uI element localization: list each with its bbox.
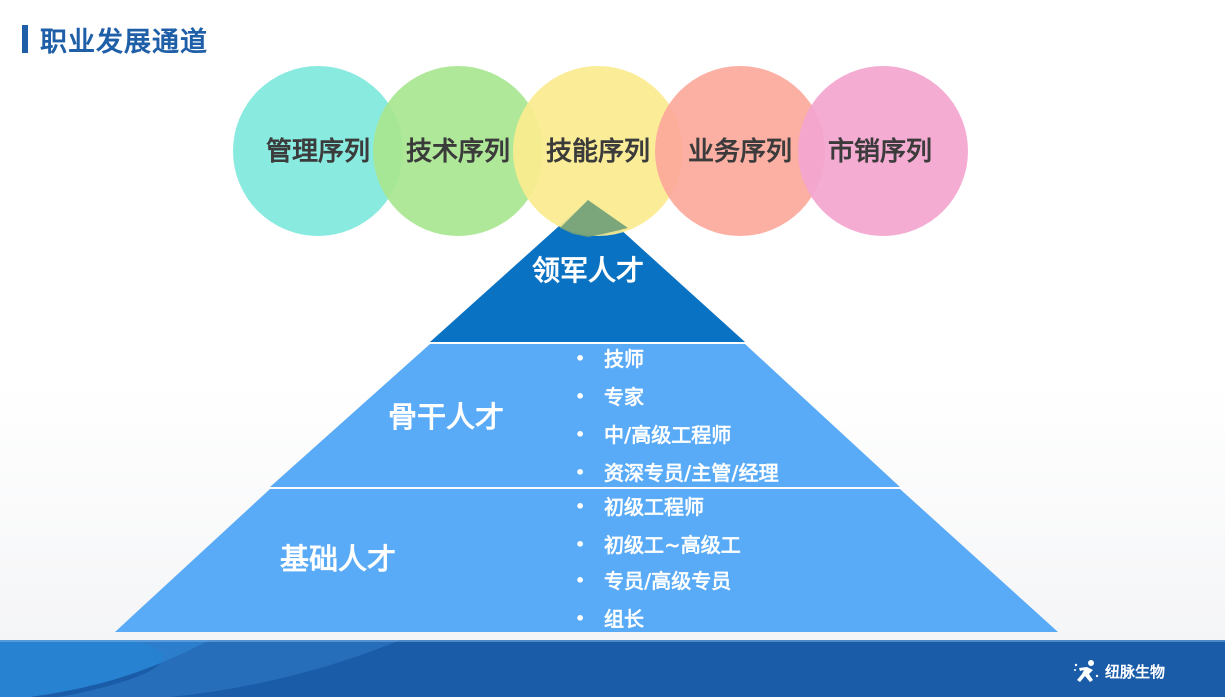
- layer-label-backbone: 骨干人才: [388, 400, 504, 434]
- title-accent-bar: [22, 25, 28, 53]
- company-name: 纽脉生物: [1104, 662, 1165, 681]
- sequence-circle-technical: [373, 66, 543, 236]
- list-item: 初级工程师: [604, 495, 704, 519]
- pyramid-layer-leader: [430, 200, 745, 342]
- sequence-label-technical: 技术序列: [406, 136, 510, 167]
- sequence-label-skill: 技能序列: [546, 136, 650, 167]
- list-bullet: •: [575, 535, 585, 554]
- pyramid-layer-backbone: [270, 344, 900, 487]
- list-bullet: •: [575, 497, 585, 516]
- pyramid-tip-overlap: [560, 200, 628, 237]
- sequence-circle-marketing: [798, 66, 968, 236]
- list-bullet: •: [575, 425, 585, 444]
- page-title-block: 职业发展通道: [22, 22, 208, 58]
- list-item: 初级工~高级工: [604, 533, 741, 557]
- sequence-circle-business: [655, 66, 825, 236]
- sequence-circles: [233, 66, 968, 236]
- list-bullet: •: [575, 609, 585, 628]
- list-bullet: •: [575, 571, 585, 590]
- layer-label-basic: 基础人才: [280, 542, 396, 576]
- page-title: 职业发展通道: [40, 26, 208, 58]
- sequence-circle-management: [233, 66, 403, 236]
- sequence-label-marketing: 市销序列: [828, 136, 932, 167]
- sequence-circle-skill: [513, 66, 683, 236]
- runner-logo-icon: [1073, 660, 1099, 682]
- list-bullet: •: [575, 463, 585, 482]
- list-item: 中/高级工程师: [604, 423, 731, 447]
- list-bullet: •: [575, 387, 585, 406]
- list-item: 专家: [604, 385, 645, 409]
- list-bullet: •: [575, 349, 585, 368]
- footer-wave-decoration: [0, 640, 1225, 697]
- list-item: 技师: [604, 347, 644, 371]
- list-item: 资深专员/主管/经理: [604, 461, 779, 485]
- company-logo: 纽脉生物: [1073, 658, 1165, 686]
- backbone-items-list: • 技师 • 专家 • 中/高级工程师 • 资深专员/主管/经理: [575, 347, 779, 485]
- sequence-label-management: 管理序列: [266, 136, 370, 167]
- sequence-label-business: 业务序列: [688, 136, 792, 167]
- pyramid-layer-basic: [115, 489, 1058, 632]
- list-item: 专员/高级专员: [604, 569, 731, 593]
- footer-band: 纽脉生物: [0, 640, 1225, 697]
- basic-items-list: • 初级工程师 • 初级工~高级工 • 专员/高级专员 • 组长: [575, 495, 741, 631]
- career-path-diagram: 管理序列 技术序列 技能序列 业务序列 市销序列 领军人才 骨干人才 基础人才 …: [115, 66, 1058, 632]
- layer-label-leader: 领军人才: [532, 254, 644, 287]
- list-item: 组长: [604, 607, 645, 631]
